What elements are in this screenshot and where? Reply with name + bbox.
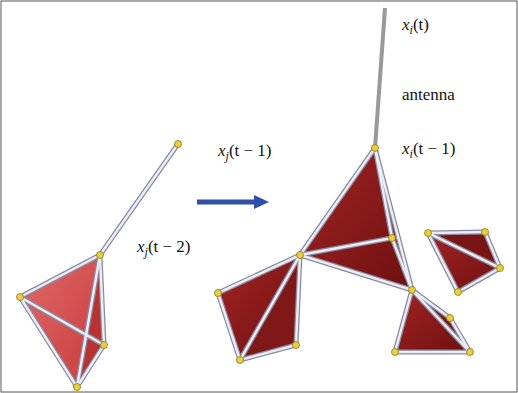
rod-outline: [300, 238, 392, 255]
rod: [450, 318, 470, 352]
vertex: [297, 252, 304, 259]
rod-outline: [300, 255, 412, 290]
face: [412, 290, 470, 352]
vertex: [215, 290, 222, 297]
rod: [428, 232, 485, 233]
rod: [375, 148, 392, 238]
rod: [300, 255, 412, 290]
vertex: [17, 294, 24, 301]
rod-outline: [375, 148, 412, 290]
rod-outline: [412, 290, 450, 318]
vertices: [17, 141, 504, 391]
vertex: [97, 252, 104, 259]
math-label: xi(t): [402, 16, 429, 38]
vertex: [425, 230, 432, 237]
vertex: [467, 349, 474, 356]
rod: [428, 233, 500, 268]
rod-outline: [458, 268, 500, 292]
vertex: [447, 315, 454, 322]
rod-outline: [392, 238, 412, 290]
rod: [240, 255, 300, 360]
rod: [412, 290, 450, 318]
rod-outline: [375, 148, 392, 238]
face: [375, 148, 412, 290]
rod: [100, 255, 104, 345]
vertex: [293, 342, 300, 349]
rod: [392, 238, 412, 290]
rod-outline: [395, 290, 412, 352]
rod-outline: [218, 293, 240, 360]
rod-outline: [100, 255, 104, 345]
rod: [428, 233, 458, 292]
vertex: [74, 384, 81, 391]
vertex: [482, 229, 489, 236]
math-label: xj(t − 2): [137, 238, 191, 260]
rod: [20, 297, 77, 387]
vertex: [409, 287, 416, 294]
right-structure: [218, 148, 500, 360]
vertex: [392, 349, 399, 356]
math-label: xi(t − 1): [402, 140, 456, 162]
vertex: [175, 141, 182, 148]
face: [428, 233, 500, 292]
vertex: [455, 289, 462, 296]
vertex: [497, 265, 504, 272]
math-label: antenna: [402, 86, 455, 105]
vertex: [237, 357, 244, 364]
rod: [458, 268, 500, 292]
face: [218, 255, 300, 360]
rod-outline: [20, 255, 100, 297]
rod: [20, 255, 100, 297]
rod: [375, 148, 412, 290]
antenna-rod: [375, 8, 385, 148]
face: [300, 148, 412, 290]
rod-outline: [300, 148, 375, 255]
rod: [296, 255, 300, 345]
vertex: [101, 342, 108, 349]
transition-arrow: [197, 195, 269, 209]
rods: [20, 8, 500, 387]
math-label: xj(t − 1): [218, 142, 272, 164]
rod: [77, 345, 104, 387]
vertex: [389, 235, 396, 242]
rod: [300, 148, 375, 255]
rod: [395, 290, 412, 352]
face: [395, 290, 470, 352]
rod-outline: [412, 290, 470, 352]
left-tetrahedron: [20, 255, 104, 387]
rod-outline: [428, 233, 500, 268]
rod: [395, 351, 470, 354]
vertex: [372, 145, 379, 152]
rod-outline: [296, 255, 300, 345]
rod-outline: [428, 232, 485, 233]
rod: [240, 345, 296, 360]
rod: [218, 255, 300, 293]
rod: [218, 293, 240, 360]
rod: [20, 297, 104, 345]
rod-outline: [240, 255, 300, 360]
arrow-shaft: [197, 200, 256, 205]
rod: [300, 238, 392, 255]
rod-outline: [395, 350, 470, 355]
rod: [412, 290, 470, 352]
face: [77, 255, 104, 387]
arrow-head: [254, 195, 269, 209]
